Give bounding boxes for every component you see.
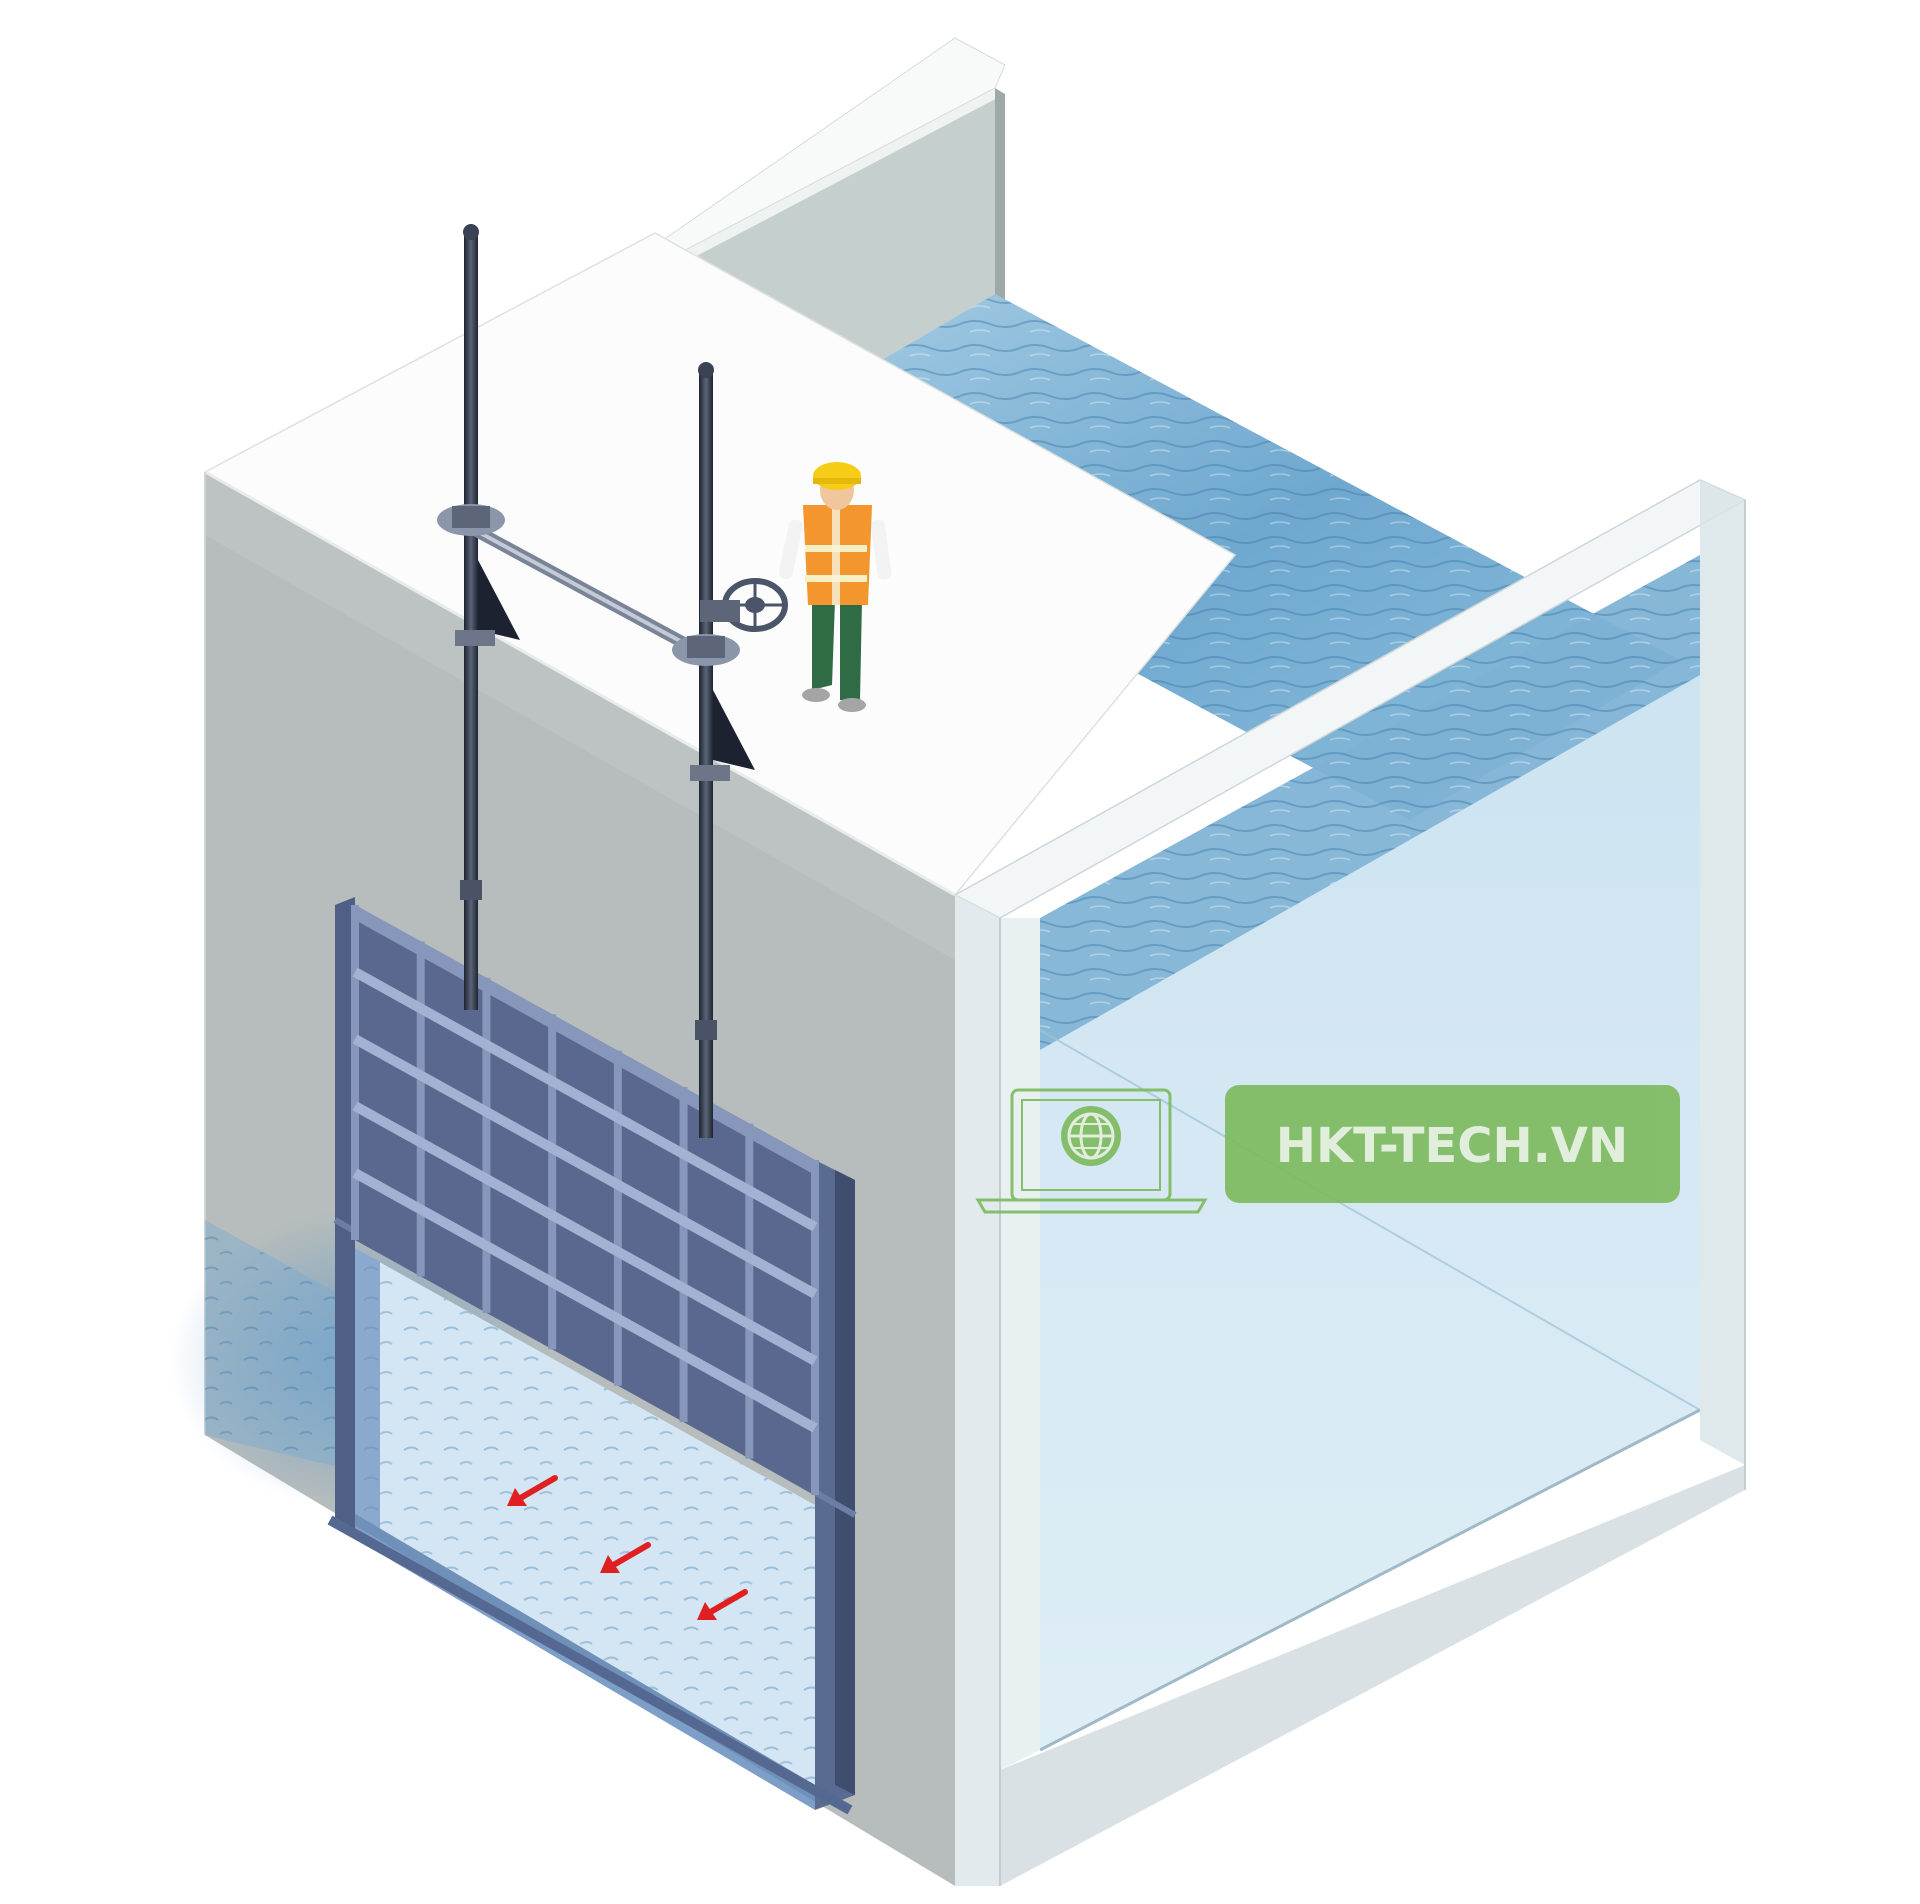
hoist-benchstand-right — [672, 634, 755, 1040]
gate-horizontal-rib — [352, 967, 818, 1232]
flow-arrows — [507, 1475, 748, 1620]
watermark-text: HKT-TECH.VN — [1276, 1118, 1628, 1174]
watermark-badge — [1225, 1085, 1680, 1203]
flow-arrow-icon — [507, 1475, 558, 1506]
flow-arrow-icon — [600, 1542, 651, 1573]
gate-horizontal-rib — [352, 1034, 818, 1299]
lifting-stems — [463, 224, 714, 1138]
watermark-logo: HKT-TECH.VN — [975, 1085, 1680, 1214]
hoist-benchstand-left — [437, 504, 520, 900]
flow-arrow-icon — [697, 1589, 748, 1620]
downstream-tank — [953, 479, 1747, 1886]
laptop-globe-icon — [975, 1088, 1208, 1214]
gate-horizontal-rib — [352, 1101, 818, 1366]
gate-horizontal-rib — [352, 1168, 818, 1433]
gate-ribs — [351, 905, 819, 1495]
worker-figure — [778, 462, 892, 712]
handwheel-icon — [700, 578, 788, 632]
